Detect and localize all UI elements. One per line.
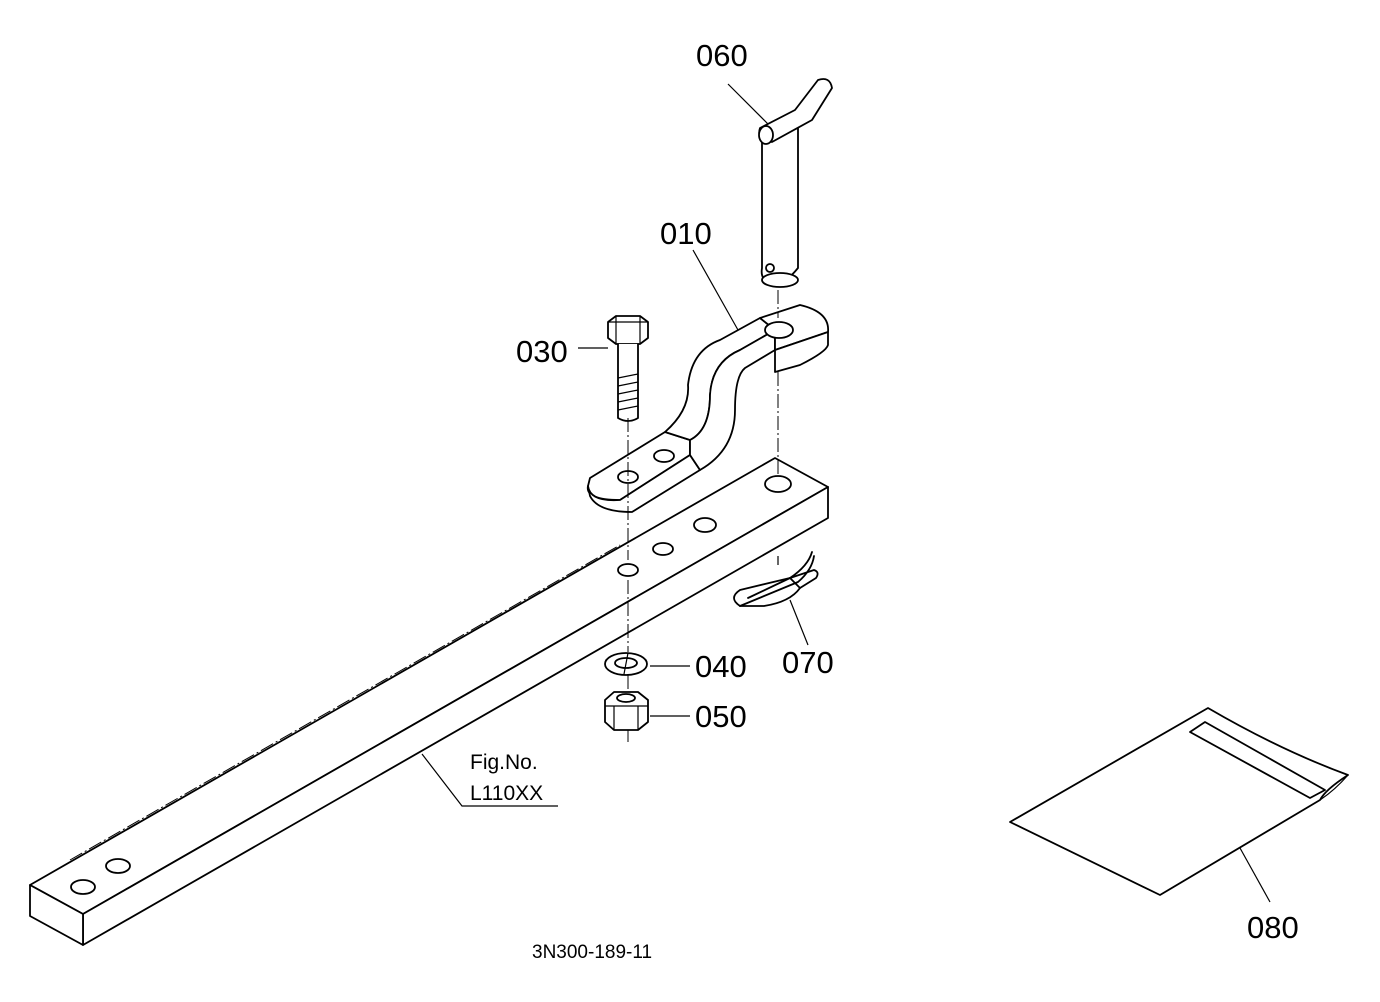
alignment-lines xyxy=(627,290,779,742)
part-label-060: 060 xyxy=(696,38,748,73)
part-label-050: 050 xyxy=(695,699,747,734)
part-label-070: 070 xyxy=(782,645,834,680)
drawbar xyxy=(29,457,829,946)
leader-lines xyxy=(421,83,1271,903)
hitch-bracket xyxy=(586,304,829,513)
figure-ref-line2: L110XX xyxy=(470,782,543,805)
hex-nut xyxy=(604,691,649,731)
hitch-pin xyxy=(758,78,833,288)
diagram-code: 3N300-189-11 xyxy=(532,942,652,963)
manual-booklet xyxy=(1009,707,1349,896)
part-label-040: 040 xyxy=(695,649,747,684)
bolt xyxy=(607,315,649,422)
part-label-010: 010 xyxy=(660,216,712,251)
part-label-030: 030 xyxy=(516,334,568,369)
spring-washer xyxy=(604,652,648,676)
r-clip xyxy=(733,551,819,607)
figure-ref-line1: Fig.No. xyxy=(470,751,538,774)
part-label-080: 080 xyxy=(1247,910,1299,945)
